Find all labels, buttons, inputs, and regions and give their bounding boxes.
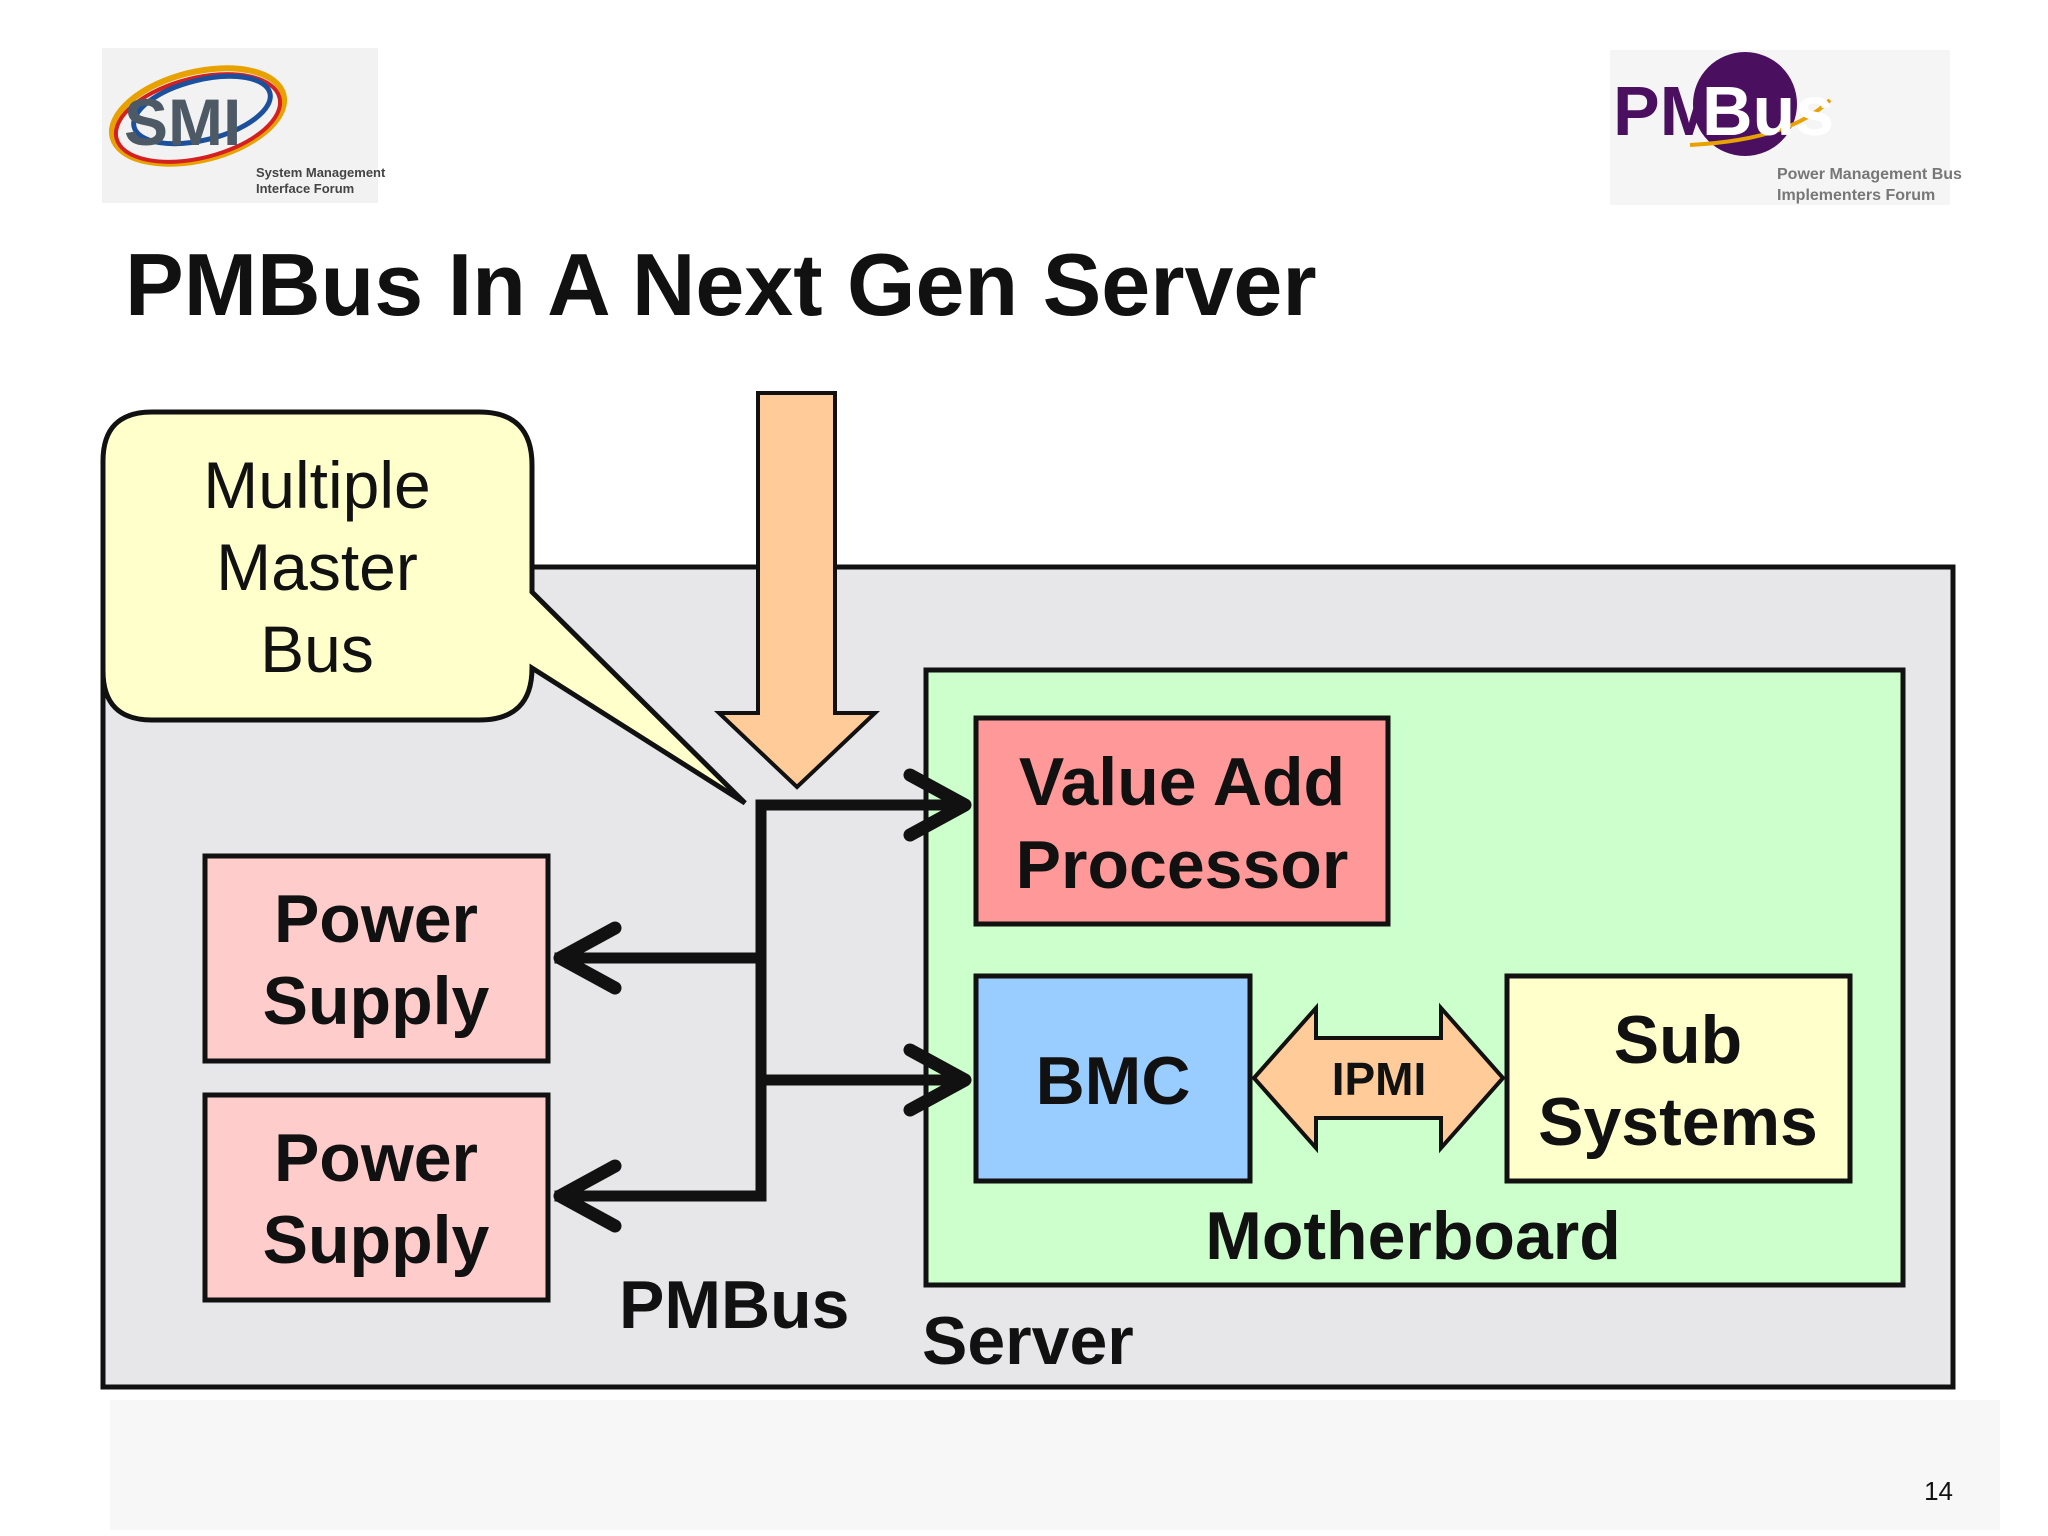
callout-line3: Bus	[260, 612, 374, 686]
pmbus-logo-line2: Implementers Forum	[1777, 187, 1935, 204]
ipmi-label: IPMI	[1332, 1053, 1427, 1105]
power-supply-box-1: Power Supply	[202, 853, 551, 1064]
footer-band	[110, 1400, 2000, 1530]
arrowhead-to-power-supply-1	[553, 921, 622, 995]
smi-logo-line2: Interface Forum	[256, 181, 354, 196]
sub-systems-line2: Systems	[1538, 1084, 1818, 1160]
input-arrow	[713, 391, 881, 790]
page-number: 14	[1924, 1476, 1953, 1506]
value-add-line1: Value Add	[1019, 744, 1345, 820]
arrowhead-to-value-add	[903, 768, 972, 842]
smi-logo: SMI System Management Interface Forum	[102, 48, 386, 203]
power-supply-1-line1: Power	[274, 881, 478, 957]
callout-line1: Multiple	[203, 448, 430, 522]
sub-systems-line1: Sub	[1614, 1002, 1742, 1078]
motherboard-label: Motherboard	[1205, 1198, 1621, 1274]
pmbus-label: PMBus	[619, 1267, 849, 1343]
page-title: PMBus In A Next Gen Server	[125, 235, 1317, 334]
pmbus-logo-line1: Power Management Bus	[1777, 166, 1962, 183]
arrowhead-to-power-supply-2	[553, 1159, 622, 1233]
arrowhead-to-bmc	[903, 1043, 972, 1117]
power-supply-2-line1: Power	[274, 1120, 478, 1196]
power-supply-1-line2: Supply	[263, 963, 490, 1039]
ipmi-arrow: IPMI	[1251, 1002, 1506, 1154]
callout-line2: Master	[216, 530, 418, 604]
pmbus-bus-lines	[554, 799, 961, 1202]
power-supply-2-line2: Supply	[263, 1202, 490, 1278]
pmbus-logo: PM Bus Power Management Bus Implementers…	[1610, 50, 1962, 205]
bmc-label: BMC	[1036, 1043, 1191, 1119]
sub-systems-box: Sub Systems	[1504, 973, 1853, 1184]
callout-bubble	[100, 409, 747, 806]
value-add-processor-box: Value Add Processor	[973, 715, 1391, 927]
smi-logo-line1: System Management	[256, 165, 386, 180]
pmbus-logo-mark-pm: PM	[1613, 72, 1718, 150]
power-supply-box-2: Power Supply	[202, 1092, 551, 1303]
pmbus-logo-mark-bus: Bus	[1702, 72, 1834, 150]
server-label: Server	[922, 1303, 1134, 1379]
smi-logo-mark: SMI	[124, 85, 241, 159]
bmc-box: BMC	[973, 973, 1253, 1184]
value-add-line2: Processor	[1016, 827, 1349, 903]
